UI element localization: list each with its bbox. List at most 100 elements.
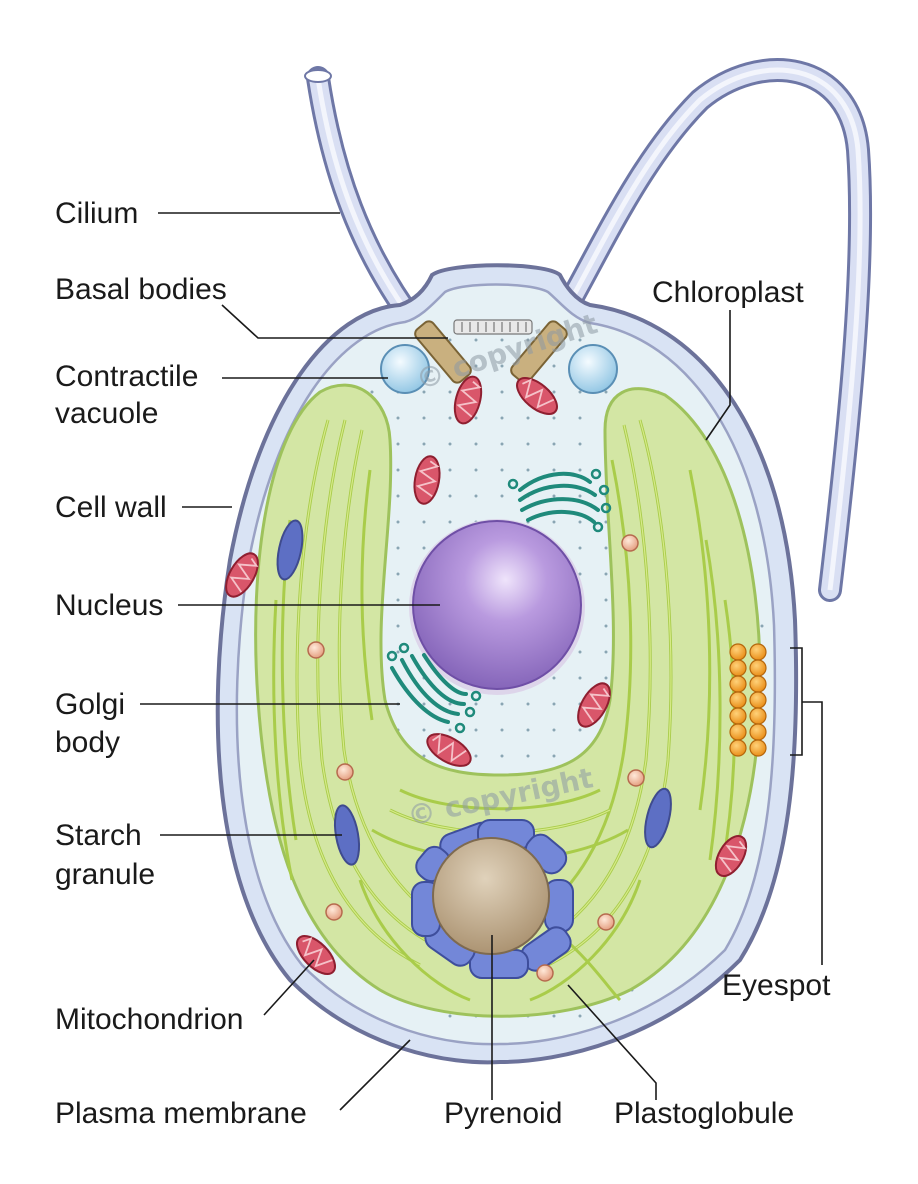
cytoplasm-dot <box>500 364 504 368</box>
cytoplasm-dot <box>396 624 400 628</box>
label-basal-bodies: Basal bodies <box>55 273 227 306</box>
cytoplasm-dot <box>552 364 556 368</box>
cytoplasm-dot <box>552 728 556 732</box>
label-mitochondrion: Mitochondrion <box>55 1003 243 1036</box>
cytoplasm-dot <box>552 520 556 524</box>
eyespot-granule <box>749 691 767 709</box>
cytoplasm-dot <box>578 1014 582 1018</box>
labels: Cilium Basal bodies Chloroplast Contract… <box>55 197 831 1130</box>
cytoplasm-dot <box>474 416 478 420</box>
label-nucleus: Nucleus <box>55 589 163 622</box>
eyespot-granule <box>729 675 747 693</box>
mitochondrion <box>453 375 483 425</box>
basal-bodies <box>414 319 568 384</box>
cytoplasm-dot <box>448 468 452 472</box>
leader-lines <box>140 212 823 1111</box>
cytoplasm-dot <box>422 546 426 550</box>
plastoglobules <box>307 534 645 982</box>
cytoplasm-dot <box>578 728 582 732</box>
cytoplasm-dot <box>396 416 400 420</box>
cytoplasm-dot <box>422 754 426 758</box>
label-golgi-line2: body <box>55 726 120 759</box>
cytoplasm-dot <box>396 520 400 524</box>
label-golgi-line1: Golgi <box>55 688 125 721</box>
cytoplasm-dot <box>500 390 504 394</box>
cytoplasm-dot <box>422 390 426 394</box>
cytoplasm-dot <box>552 390 556 394</box>
cytoplasm-dot <box>604 650 608 654</box>
cytoplasm-dot <box>448 338 452 342</box>
cytoplasm-dot <box>604 598 608 602</box>
eyespot-granule <box>729 739 747 757</box>
cytoplasm-dot <box>578 676 582 680</box>
cytoplasm-dot <box>552 676 556 680</box>
eyespot-granule <box>729 691 747 709</box>
mitochondria <box>225 375 748 975</box>
eyespot-granule <box>749 659 767 677</box>
eyespot-granule <box>729 659 747 677</box>
eyespot-granule <box>729 707 747 725</box>
cytoplasm-dot <box>396 598 400 602</box>
cytoplasm-dot <box>578 546 582 550</box>
cytoplasm-dot <box>396 468 400 472</box>
cytoplasm-dot <box>578 442 582 446</box>
cytoplasm-dot <box>578 390 582 394</box>
cytoplasm-dot <box>500 494 504 498</box>
cytoplasm-dot <box>474 494 478 498</box>
cytoplasm-dot <box>604 676 608 680</box>
cytoplasm-dot <box>500 338 504 342</box>
cytoplasm-dot <box>578 572 582 576</box>
eyespot-granule <box>749 675 767 693</box>
cytoplasm-dot <box>604 390 608 394</box>
eyespot-granule <box>749 739 767 757</box>
cytoplasm-dot <box>396 442 400 446</box>
cytoplasm-dot <box>500 702 504 706</box>
cytoplasm-dot <box>552 494 556 498</box>
cytoplasm-dot <box>474 728 478 732</box>
cytoplasm-dot <box>552 702 556 706</box>
cytoplasm-dot <box>370 390 374 394</box>
cytoplasm-dot <box>604 624 608 628</box>
label-cilium: Cilium <box>55 197 138 230</box>
cytoplasm-dot <box>526 468 530 472</box>
cytoplasm-dot <box>578 520 582 524</box>
label-starch-line2: granule <box>55 858 155 891</box>
cytoplasm-dot <box>526 702 530 706</box>
label-contractile-line1: Contractile <box>55 360 198 393</box>
cytoplasm-dot <box>578 416 582 420</box>
cytoplasm-dot <box>578 338 582 342</box>
eyespot-granule <box>749 707 767 725</box>
eyespot-granule <box>729 643 747 661</box>
cytoplasm-dot <box>500 468 504 472</box>
cytoplasm-dot <box>422 520 426 524</box>
mitochondrion <box>225 552 259 598</box>
cytoplasm-dot <box>448 702 452 706</box>
label-plastoglobule: Plastoglobule <box>614 1097 794 1130</box>
cytoplasm-dot <box>578 468 582 472</box>
cytoplasm-dot <box>526 442 530 446</box>
starch-granules <box>276 519 672 866</box>
cytoplasm-dot <box>604 520 608 524</box>
cytoplasm-dot <box>396 494 400 498</box>
golgi-bodies <box>386 468 612 734</box>
cytoplasm-dot <box>500 754 504 758</box>
label-plasma-membrane: Plasma membrane <box>55 1097 307 1130</box>
cytoplasm-dot <box>474 702 478 706</box>
mitochondrion <box>413 455 441 505</box>
cytoplasm-dot <box>552 416 556 420</box>
cytoplasm-dot <box>396 546 400 550</box>
cytoplasm-dot <box>578 494 582 498</box>
contractile-vacuoles <box>380 344 618 394</box>
cytoplasm-dot <box>552 1014 556 1018</box>
cytoplasm-dot <box>760 624 764 628</box>
eyespot <box>729 643 767 757</box>
cytoplasm-dot <box>526 338 530 342</box>
cytoplasm-dot <box>526 754 530 758</box>
cytoplasm-dot <box>578 650 582 654</box>
cytoplasm-dot <box>422 702 426 706</box>
cytoplasm-dot <box>526 416 530 420</box>
cytoplasm-dot <box>604 546 608 550</box>
cytoplasm-dot <box>396 650 400 654</box>
pyrenoid <box>411 819 574 979</box>
